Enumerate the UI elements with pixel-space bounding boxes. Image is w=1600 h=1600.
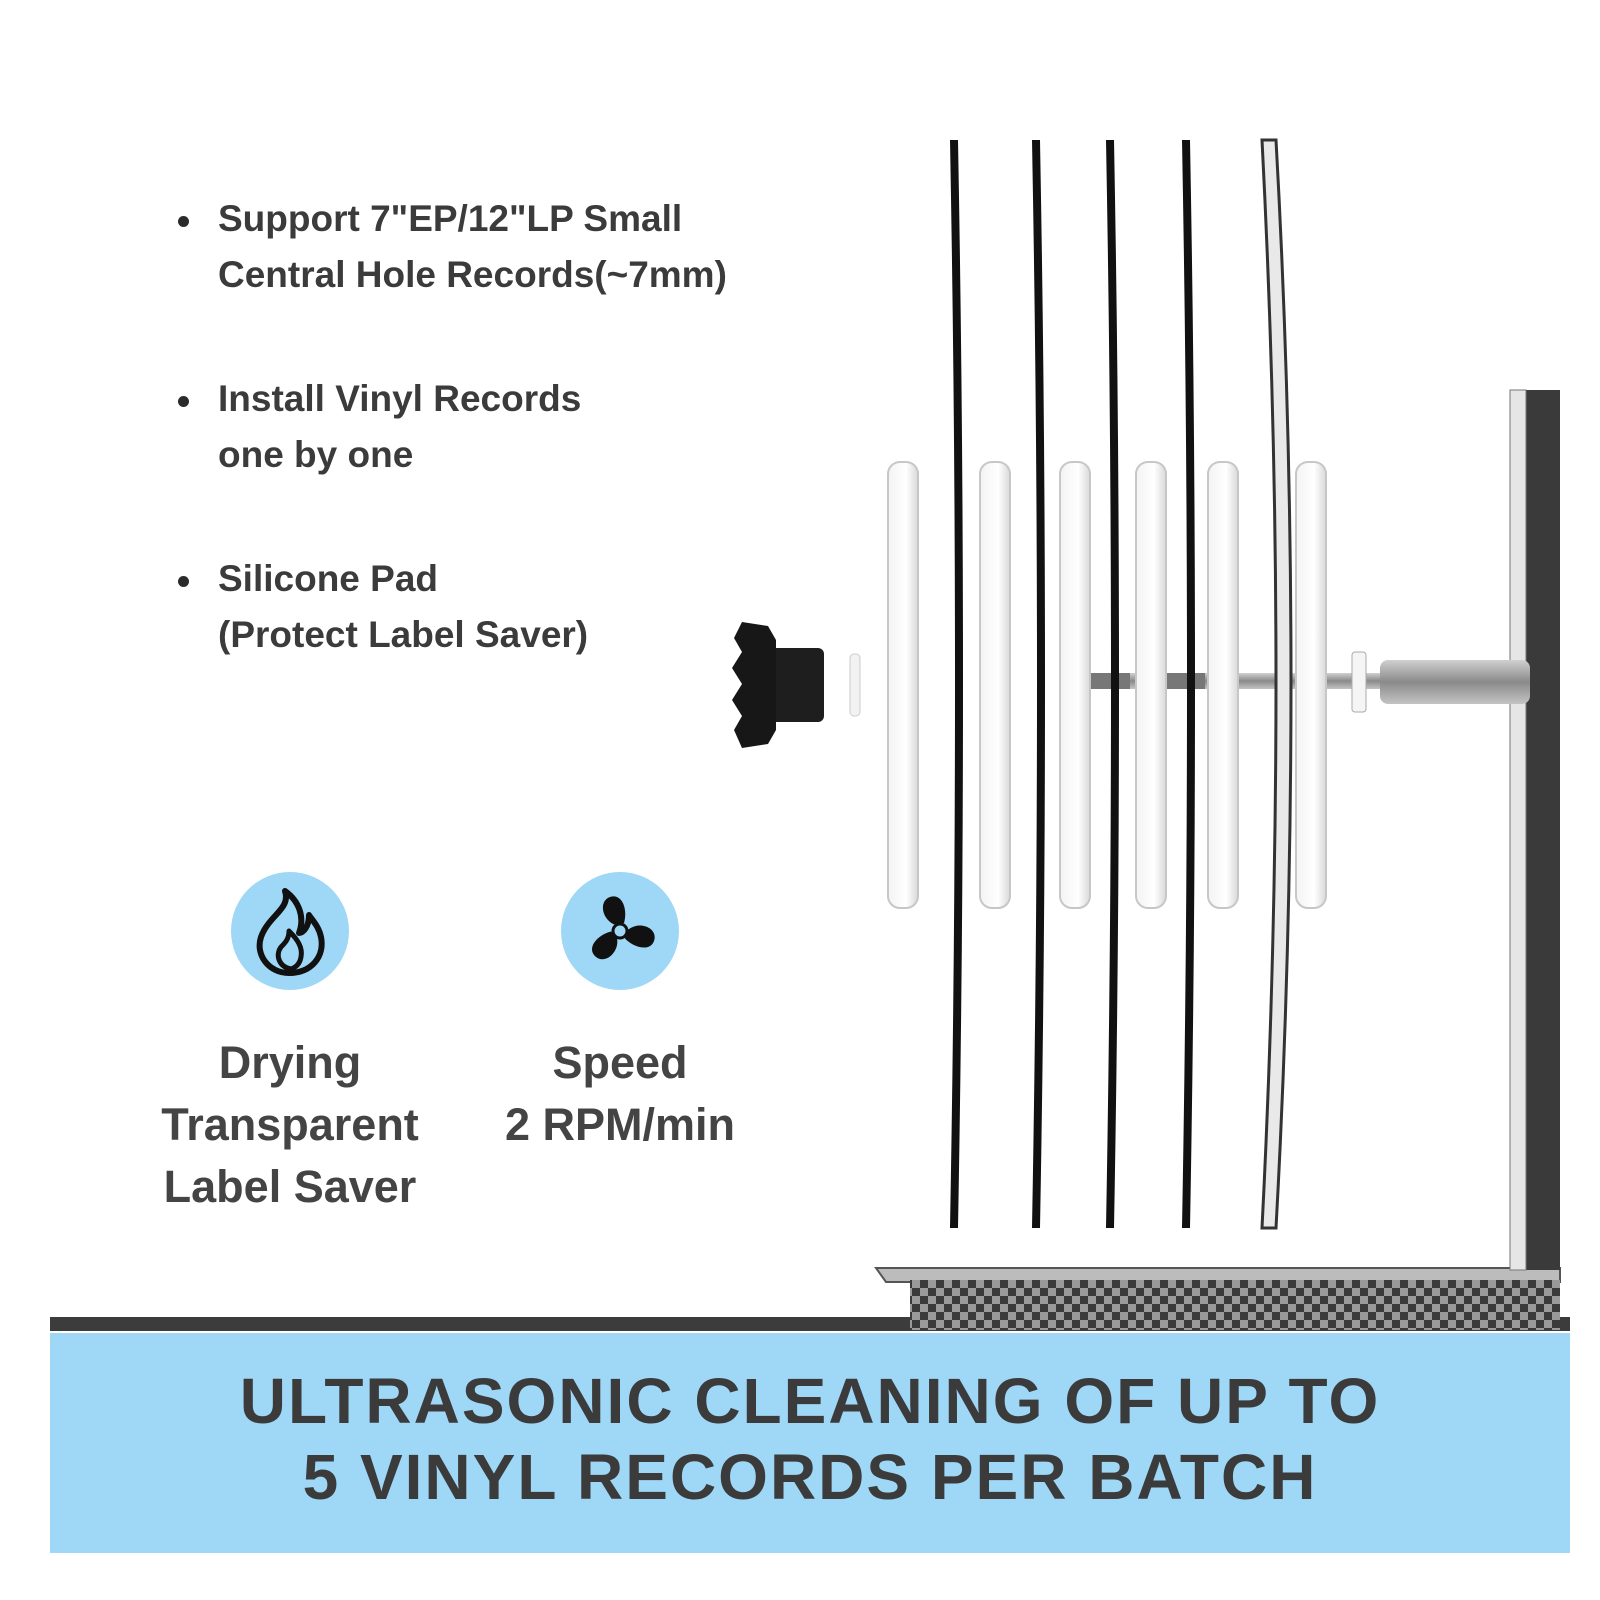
flame-icon — [256, 888, 325, 976]
feature-line: 2 RPM/min — [504, 1099, 736, 1150]
feature-icon-circle — [231, 872, 349, 990]
bullet-line: (Protect Label Saver) — [218, 614, 589, 655]
feature-line: Label Saver — [163, 1161, 417, 1212]
knob-neck — [766, 648, 824, 722]
label-saver-pads — [887, 461, 1327, 909]
feature-icon-circle — [561, 872, 679, 990]
banner-line: 5 VINYL RECORDS PER BATCH — [302, 1441, 1318, 1513]
support-panel — [1524, 390, 1560, 1270]
feature-line: Transparent — [161, 1099, 419, 1150]
tank-lid — [874, 1267, 1561, 1283]
headline-banner: ULTRASONIC CLEANING OF UP TO 5 VINYL REC… — [50, 1333, 1570, 1553]
feature-speed: Speed 2 RPM/min — [470, 872, 770, 1156]
silicone-washer — [849, 653, 861, 717]
feature-line: Drying — [218, 1037, 362, 1088]
feature-line: Speed — [552, 1037, 688, 1088]
spindle-hub — [1380, 660, 1530, 704]
bullet-line: Silicone Pad — [218, 558, 439, 599]
vinyl-records — [950, 140, 1195, 1228]
bullet-line: Central Hole Records(~7mm) — [218, 254, 727, 295]
bullet-line: Support 7"EP/12"LP Small — [218, 198, 683, 239]
bullet-line: Install Vinyl Records — [218, 378, 582, 419]
bullet-dot — [178, 576, 189, 587]
feature-drying: Drying Transparent Label Saver — [130, 872, 450, 1218]
knob-icon — [732, 622, 776, 748]
transparent-disc — [1260, 138, 1293, 1230]
tank-mesh — [910, 1280, 1560, 1330]
bullet-dot — [178, 216, 189, 227]
fan-icon — [592, 896, 655, 960]
banner-line: ULTRASONIC CLEANING OF UP TO — [239, 1365, 1381, 1437]
bullet-dot — [178, 396, 189, 407]
bullet-line: one by one — [218, 434, 414, 475]
